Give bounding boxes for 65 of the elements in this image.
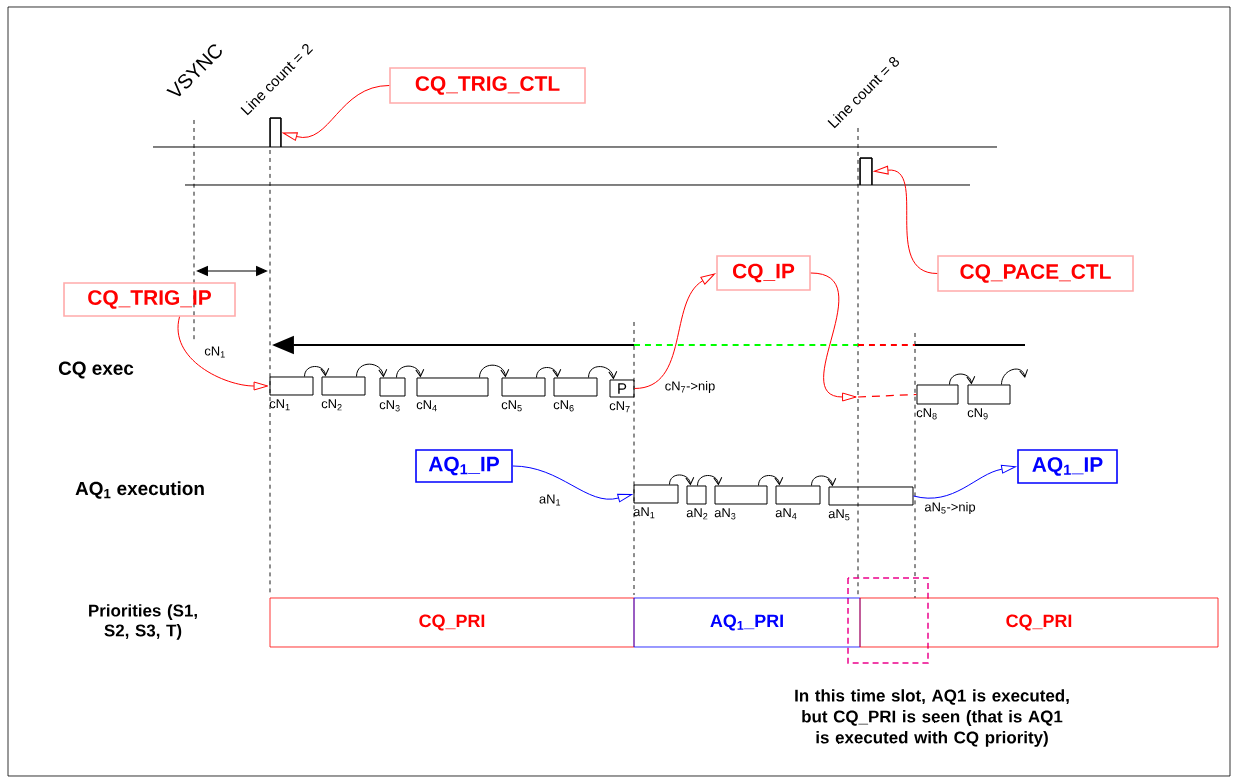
execution-block <box>501 377 546 397</box>
arrow <box>1001 368 1029 385</box>
arrow <box>810 272 857 402</box>
row-label: CQ exec <box>58 361 134 379</box>
execution-block <box>916 384 959 405</box>
callout-box: CQ_PACE_CTL <box>937 255 1134 292</box>
block-label: aN$_{3}$ <box>714 508 736 520</box>
execution-block <box>553 377 598 397</box>
priority-band: CQ_PRI <box>859 597 1219 648</box>
arrow <box>697 475 723 486</box>
edge-label: aN$_{1}$ <box>537 493 563 507</box>
arrow <box>282 85 390 141</box>
pulse-shape <box>269 117 282 148</box>
execution-block <box>633 484 679 504</box>
block-label: cN$_{1}$ <box>204 346 225 358</box>
block-label: cN$_{2}$ <box>321 399 342 411</box>
callout-box: AQ$_{1}$_IP <box>1017 449 1118 484</box>
arrow <box>913 464 1016 499</box>
arrow <box>536 367 562 378</box>
block-label: aN$_{4}$ <box>775 508 797 520</box>
execution-block <box>714 485 768 505</box>
execution-block <box>828 486 914 506</box>
block-label: cN$_{9}$ <box>967 408 988 420</box>
execution-block <box>269 376 314 396</box>
priority-band: CQ_PRI <box>269 597 635 648</box>
callout-box: AQ$_{1}$_IP <box>415 449 513 483</box>
arrow <box>873 165 938 274</box>
row-label: Priorities (S1, S2, S3, T) <box>89 604 197 640</box>
block-label: cN$_{3}$ <box>379 400 400 412</box>
arrow <box>356 363 388 377</box>
block-label: cN$_{7}$ <box>609 401 630 413</box>
execution-block <box>775 485 821 505</box>
arrow <box>811 475 837 486</box>
callout-box: CQ_TRIG_IP <box>63 282 236 317</box>
execution-block <box>379 377 406 397</box>
priority-band: AQ$_{1}$_PRI <box>633 597 861 648</box>
arrow <box>396 365 425 378</box>
execution-block <box>321 376 366 396</box>
block-label: cN$_{1}$ <box>269 399 290 411</box>
edge-label: cN$_{7}$->nip <box>663 379 717 395</box>
block-label: cN$_{5}$ <box>501 400 522 412</box>
arrow <box>669 474 695 485</box>
arrow <box>479 364 510 378</box>
row-label: AQ$_{1}$ execution <box>75 481 204 499</box>
edge-label: aN$_{5}$->nip <box>923 500 977 516</box>
arrow <box>634 273 716 389</box>
block-label: aN$_{2}$ <box>686 508 708 520</box>
block-label: aN$_{1}$ <box>633 507 655 519</box>
arrow <box>177 316 269 391</box>
arrow <box>949 373 976 385</box>
pulse-shape <box>859 157 873 186</box>
callout-box: CQ_TRIG_CTL <box>389 67 586 104</box>
execution-block: P <box>609 379 635 398</box>
block-label: aN$_{5}$ <box>828 509 850 521</box>
callout-box: CQ_IP <box>716 255 811 291</box>
block-label: cN$_{6}$ <box>553 400 574 412</box>
execution-block <box>686 485 707 505</box>
note-text: In this time slot, AQ1 is executed, but CQ_PRI is seen (that is AQ1 is executed with CQ priority) <box>795 689 1069 747</box>
arrow <box>304 366 330 377</box>
arrow <box>512 465 633 503</box>
execution-block <box>967 384 1011 405</box>
block-label: cN$_{8}$ <box>916 408 937 420</box>
arrow <box>758 475 784 486</box>
execution-block <box>416 377 489 397</box>
block-label: cN$_{4}$ <box>416 400 437 412</box>
